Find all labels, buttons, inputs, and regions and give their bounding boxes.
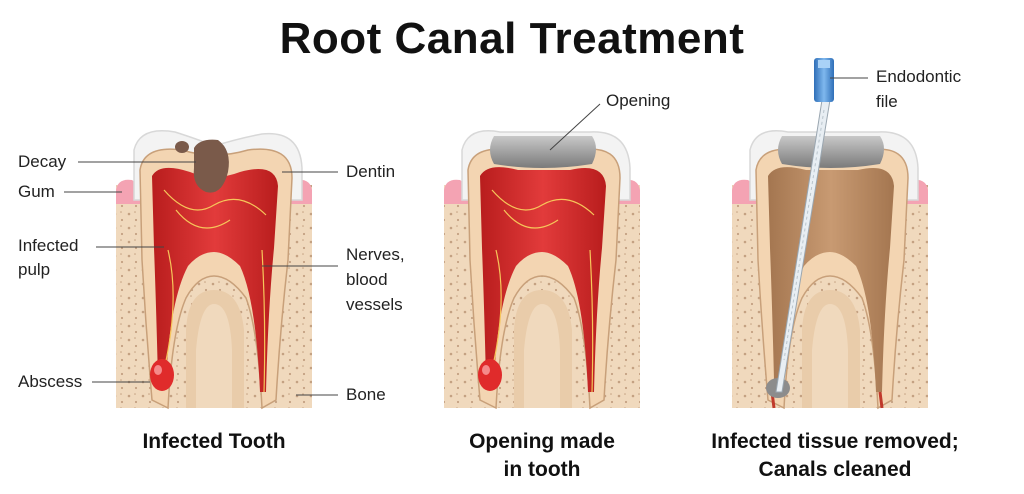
label-abscess: Abscess (18, 372, 83, 391)
caption-cleaned-line2: Canals cleaned (758, 458, 912, 481)
label-infected-pulp-1: Infected (18, 236, 79, 255)
caption-opening-line1: Opening made (469, 430, 615, 453)
decay (193, 139, 229, 193)
opening (778, 136, 884, 168)
decay-spot (175, 141, 189, 153)
file-handle (814, 58, 834, 102)
diagram-title: Root Canal Treatment (279, 14, 745, 63)
panel-canals-cleaned (732, 58, 928, 410)
label-endodontic-file-2: file (876, 92, 898, 111)
label-endodontic-file-1: Endodontic (876, 67, 962, 86)
file-threads (783, 109, 825, 361)
panel-opening-made (444, 130, 640, 410)
label-nerves-1: Nerves, (346, 245, 405, 264)
infected-pulp (480, 167, 606, 392)
nerves (491, 189, 595, 393)
inner-bone (812, 304, 848, 408)
abscess-highlight (482, 365, 490, 375)
nerves (163, 189, 267, 393)
label-opening: Opening (606, 91, 671, 110)
abscess-highlight (154, 365, 162, 375)
label-nerves-3: vessels (346, 295, 403, 314)
label-decay: Decay (18, 152, 67, 171)
leader-lines (64, 77, 868, 396)
file-handle-highlight (818, 60, 830, 68)
caption-opening-line2: in tooth (503, 458, 581, 481)
label-dentin: Dentin (346, 162, 396, 181)
label-nerves-2: blood (346, 270, 388, 289)
leader-opening (549, 103, 601, 151)
caption-cleaned-line1: Infected tissue removed; (711, 430, 959, 453)
label-infected-pulp-2: pulp (18, 260, 51, 279)
caption-infected-tooth: Infected Tooth (142, 430, 286, 453)
abscess (150, 359, 174, 391)
label-gum: Gum (18, 182, 55, 201)
inner-bone (196, 304, 232, 408)
label-bone: Bone (346, 385, 386, 404)
infected-pulp (152, 167, 278, 392)
inner-bone (524, 304, 560, 408)
cleaned-canal (768, 167, 894, 392)
abscess (478, 359, 502, 391)
panel-infected-tooth (116, 130, 312, 410)
opening (490, 136, 596, 168)
